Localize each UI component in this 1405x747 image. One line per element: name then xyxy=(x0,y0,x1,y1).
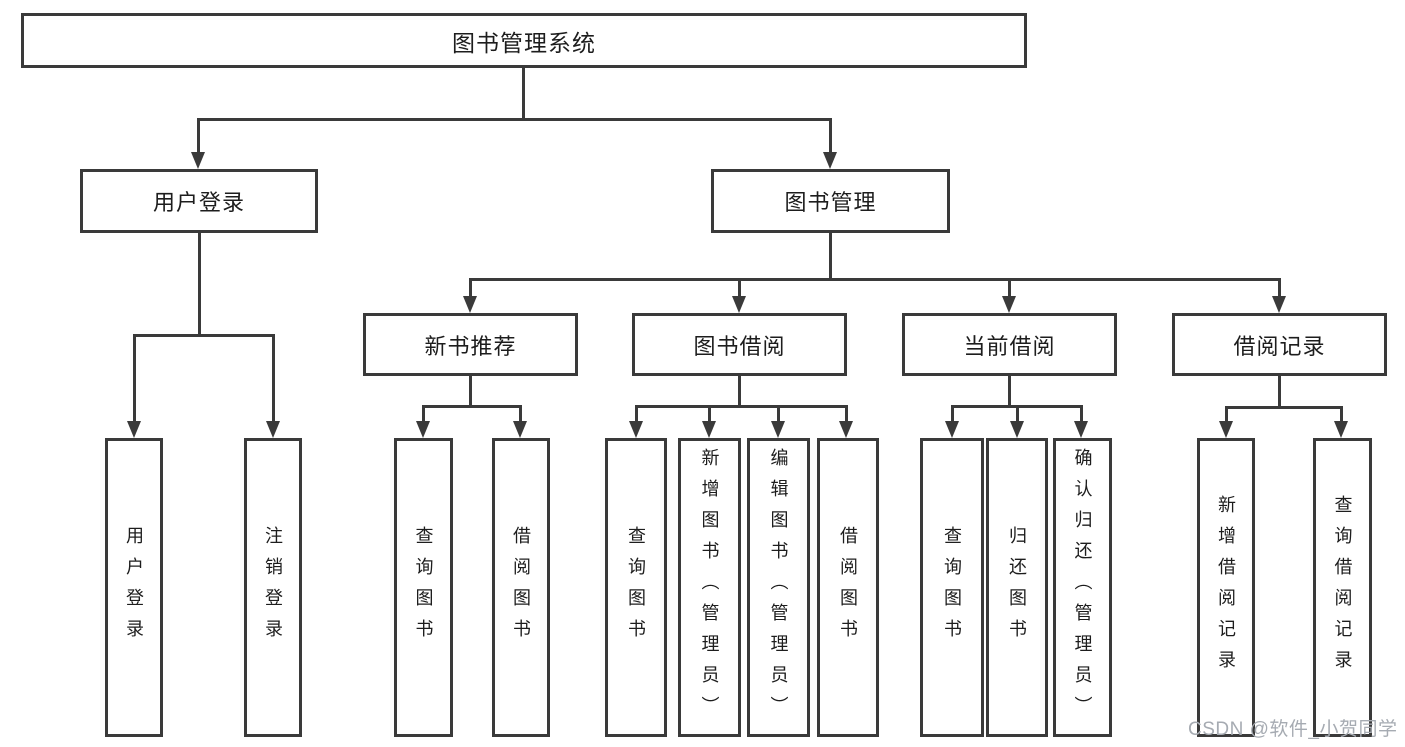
connector-newrec-drop xyxy=(469,374,472,405)
connector-stem-l4 xyxy=(519,405,522,423)
arrowhead-l5 xyxy=(629,421,643,438)
connector-stem-bookborrow xyxy=(738,278,741,298)
connector-stem-l6 xyxy=(708,405,711,423)
connector-records-drop xyxy=(1278,374,1281,406)
connector-stem-l12 xyxy=(1225,406,1228,422)
arrowhead-records xyxy=(1272,296,1286,313)
connector-login-drop xyxy=(198,231,201,334)
arrowhead-newrec xyxy=(463,296,477,313)
csdn-watermark: CSDN @软件_小贺同学 xyxy=(1188,719,1398,740)
node-book-management: 图书管理 xyxy=(711,169,950,233)
connector-curborrow-drop xyxy=(1008,374,1011,405)
connector-bookborrow-drop xyxy=(738,374,741,405)
connector-stem-l10 xyxy=(1016,405,1019,423)
connector-stem-leaf-logout xyxy=(272,334,275,422)
leaf-confirm-return-admin: 确认归还（管理员） xyxy=(1053,438,1112,737)
arrowhead-l6 xyxy=(702,421,716,438)
arrowhead-l3 xyxy=(416,421,430,438)
leaf-query-books-current: 查询图书 xyxy=(920,438,984,737)
connector-stem-curborrow xyxy=(1008,278,1011,298)
connector-stem-l11 xyxy=(1080,405,1083,423)
connector-stem-l8 xyxy=(845,405,848,423)
leaf-add-book-admin: 新增图书（管理员） xyxy=(678,438,741,737)
arrowhead-l10 xyxy=(1010,421,1024,438)
connector-login-bar xyxy=(133,334,275,337)
leaf-query-books-borrow: 查询图书 xyxy=(605,438,667,737)
leaf-query-borrow-record: 查询借阅记录 xyxy=(1313,438,1372,737)
arrowhead-l11 xyxy=(1074,421,1088,438)
connector-newrec-bar xyxy=(422,405,522,408)
node-book-borrow: 图书借阅 xyxy=(632,313,847,376)
leaf-user-login: 用户登录 xyxy=(105,438,163,737)
node-new-book-recommend: 新书推荐 xyxy=(363,313,578,376)
arrowhead-leaf-logout xyxy=(266,421,280,438)
connector-stem-leaf-user-login xyxy=(133,334,136,422)
connector-stem-newrec xyxy=(469,278,472,298)
node-borrow-records: 借阅记录 xyxy=(1172,313,1387,376)
node-user-login: 用户登录 xyxy=(80,169,318,233)
arrowhead-l7 xyxy=(771,421,785,438)
connector-root-drop xyxy=(522,67,525,118)
connector-stem-login xyxy=(197,118,200,155)
connector-records-bar xyxy=(1225,406,1343,409)
leaf-borrow-books-recommend: 借阅图书 xyxy=(492,438,550,737)
connector-stem-l3 xyxy=(422,405,425,423)
arrowhead-l13 xyxy=(1334,421,1348,438)
leaf-query-books-recommend: 查询图书 xyxy=(394,438,453,737)
leaf-add-borrow-record: 新增借阅记录 xyxy=(1197,438,1255,737)
arrowhead-l9 xyxy=(945,421,959,438)
node-root-library-system: 图书管理系统 xyxy=(21,13,1027,68)
connector-stem-l5 xyxy=(635,405,638,423)
arrowhead-l8 xyxy=(839,421,853,438)
arrowhead-l4 xyxy=(513,421,527,438)
connector-mgmt-drop xyxy=(829,231,832,278)
connector-root-bar xyxy=(197,118,832,121)
leaf-borrow-books-borrow: 借阅图书 xyxy=(817,438,879,737)
arrowhead-curborrow xyxy=(1002,296,1016,313)
node-current-borrow: 当前借阅 xyxy=(902,313,1117,376)
connector-stem-l13 xyxy=(1340,406,1343,422)
arrowhead-bookborrow xyxy=(732,296,746,313)
connector-mgmt-bar xyxy=(469,278,1281,281)
connector-bookborrow-bar xyxy=(635,405,848,408)
leaf-edit-book-admin: 编辑图书（管理员） xyxy=(747,438,810,737)
connector-stem-l7 xyxy=(777,405,780,423)
arrowhead-login xyxy=(191,152,205,169)
arrowhead-mgmt xyxy=(823,152,837,169)
leaf-return-book: 归还图书 xyxy=(986,438,1048,737)
arrowhead-leaf-user-login xyxy=(127,421,141,438)
arrowhead-l12 xyxy=(1219,421,1233,438)
connector-stem-records xyxy=(1278,278,1281,298)
connector-stem-l9 xyxy=(951,405,954,423)
connector-stem-mgmt xyxy=(829,118,832,155)
leaf-logout: 注销登录 xyxy=(244,438,302,737)
